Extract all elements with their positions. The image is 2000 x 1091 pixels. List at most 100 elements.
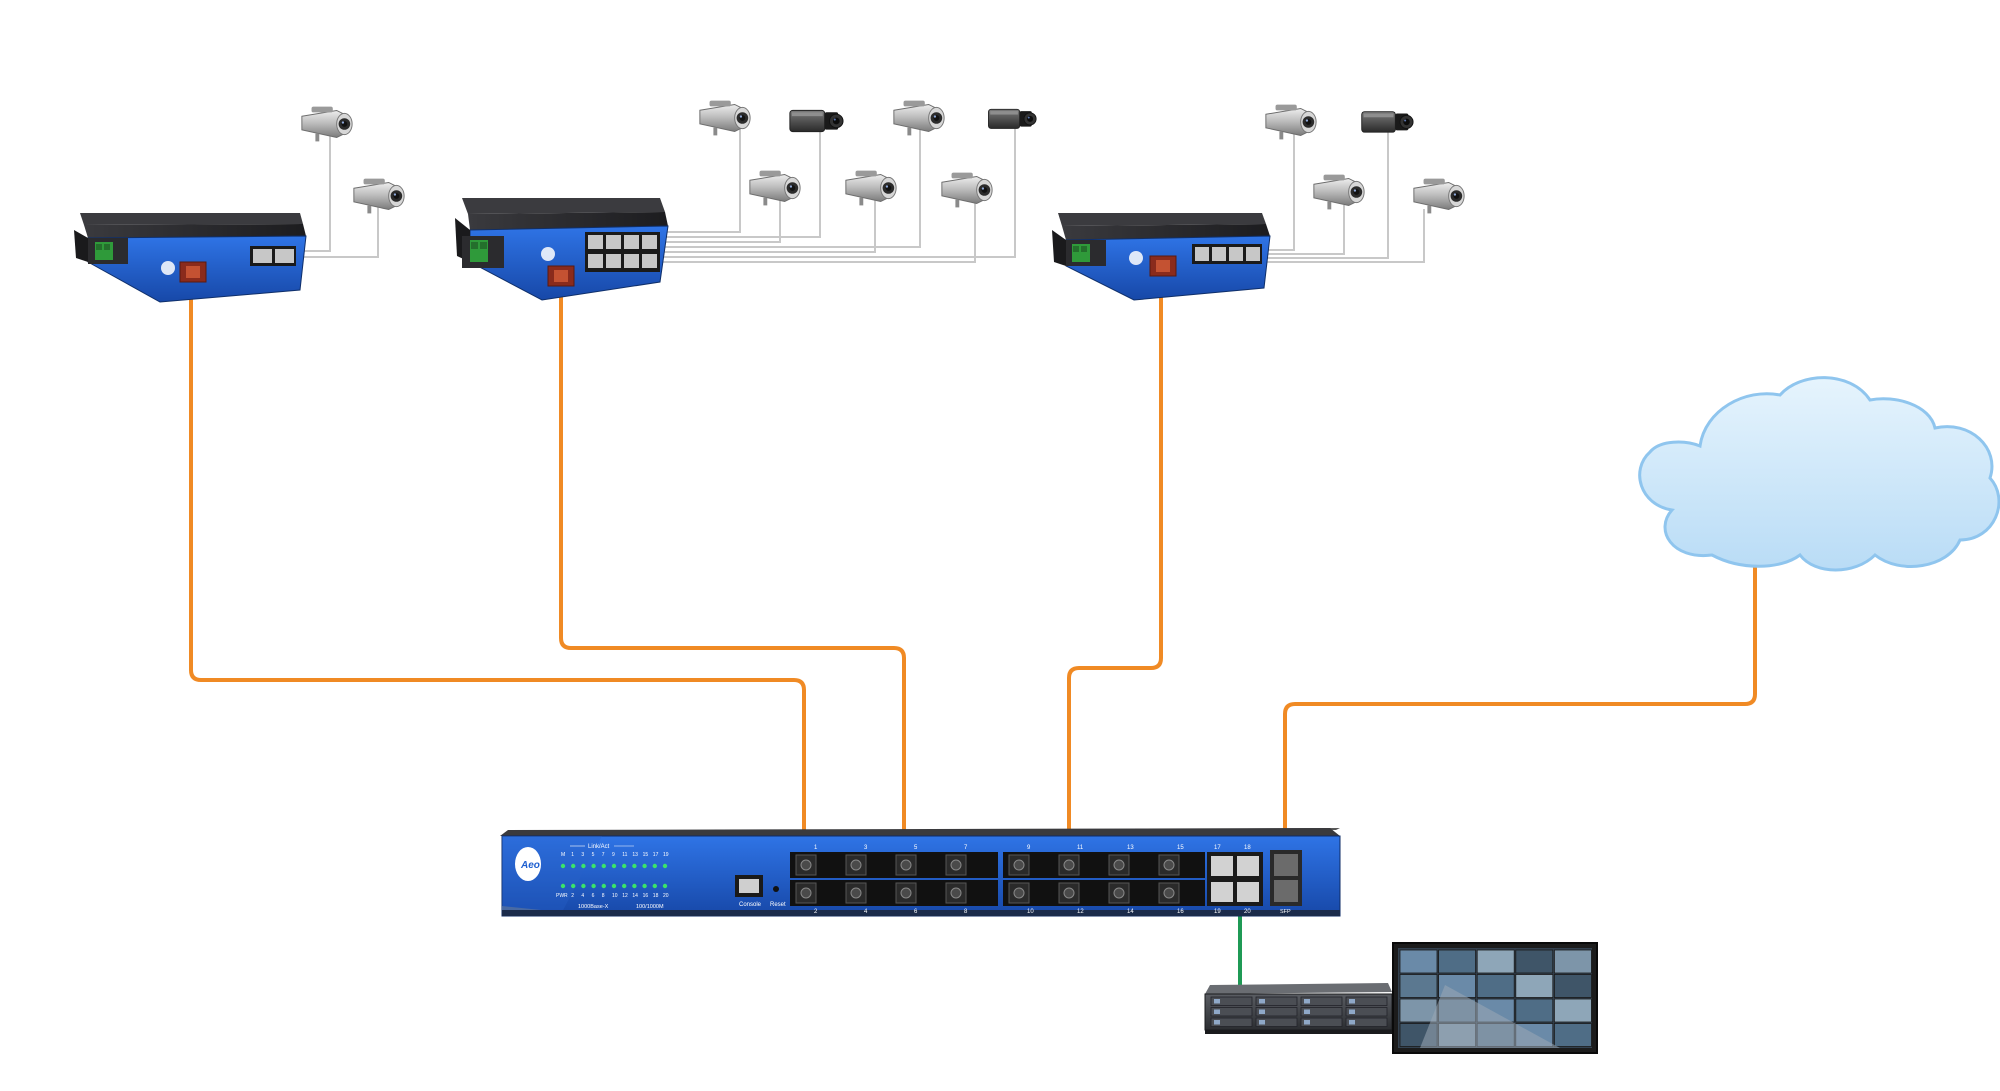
edge-switch-1: [74, 213, 307, 303]
fiber-port[interactable]: [895, 882, 917, 904]
video-tile: [1476, 974, 1515, 998]
rj45-num-19: 19: [1214, 909, 1221, 915]
fiber-port[interactable]: [895, 854, 917, 876]
camera-cable: [660, 117, 921, 248]
led-number: 13: [632, 852, 638, 858]
edge-switch-2: [455, 198, 669, 301]
camera-cable: [660, 190, 876, 253]
status-led: [601, 883, 606, 889]
edge-switch-3: [1052, 213, 1271, 301]
drive-bay: [1255, 1007, 1298, 1017]
fiber-link-edge3: [1067, 281, 1163, 862]
bullet-camera-icon: [301, 106, 353, 142]
camera-cable: [297, 118, 331, 252]
bullet-camera-icon: [1313, 174, 1365, 210]
rj45-port-17[interactable]: [1211, 856, 1233, 876]
drive-bay: [1210, 996, 1253, 1006]
fiber-port[interactable]: [1108, 854, 1130, 876]
fiber-port[interactable]: [1158, 882, 1180, 904]
video-wall-monitor-icon: [1392, 942, 1598, 1054]
rj45-port-group[interactable]: [1192, 244, 1262, 264]
sfp-port[interactable]: [1274, 880, 1298, 902]
led-number: PWR: [556, 893, 568, 899]
status-led: [581, 863, 586, 869]
drive-bay: [1210, 1017, 1253, 1027]
brand-logo: [541, 247, 555, 261]
status-led: [662, 883, 668, 889]
console-label: Console: [739, 902, 762, 908]
fiber-port-number: 3: [864, 845, 868, 851]
fiber-port-number: 5: [914, 845, 918, 851]
fiber-port-block-1-top: [790, 852, 998, 878]
fiber-port[interactable]: [1008, 854, 1030, 876]
rj45-port-20[interactable]: [1237, 882, 1259, 902]
status-led: [622, 863, 627, 869]
rj45-port-19[interactable]: [1211, 882, 1233, 902]
video-tile: [1476, 949, 1515, 974]
brand-logo: [515, 847, 541, 881]
led-footer-left: 1000Base-X: [578, 904, 609, 910]
status-led: [560, 863, 566, 869]
fiber-port[interactable]: [795, 882, 817, 904]
led-number: 9: [612, 852, 615, 858]
fiber-port[interactable]: [795, 854, 817, 876]
rj45-port-18[interactable]: [1237, 856, 1259, 876]
fiber-port[interactable]: [1108, 882, 1130, 904]
nvr-storage-server-icon: [1204, 983, 1393, 1034]
status-led: [642, 863, 647, 869]
drive-bay: [1300, 1007, 1343, 1017]
fiber-port[interactable]: [845, 882, 867, 904]
drive-bay: [1345, 1017, 1388, 1027]
fiber-port[interactable]: [945, 854, 967, 876]
reset-button[interactable]: [773, 886, 779, 892]
fiber-port[interactable]: [945, 882, 967, 904]
camera-cable: [660, 118, 741, 233]
sfp-label: SFP: [1280, 909, 1291, 915]
status-led: [632, 883, 637, 889]
fiber-port[interactable]: [1058, 854, 1080, 876]
fiber-port[interactable]: [845, 854, 867, 876]
fiber-port-number: 8: [964, 909, 968, 915]
led-number: 1: [571, 852, 574, 858]
led-number: 5: [592, 852, 595, 858]
status-led: [571, 883, 576, 889]
bullet-camera-icon: [1265, 104, 1317, 140]
drive-bay: [1300, 1017, 1343, 1027]
led-number: 10: [612, 893, 618, 899]
status-led: [611, 883, 617, 889]
bullet-camera-icon: [749, 170, 801, 206]
status-led: [581, 883, 586, 889]
fiber-port[interactable]: [1158, 854, 1180, 876]
fiber-port-block-1-bottom: [790, 880, 998, 906]
fiber-port[interactable]: [1008, 882, 1030, 904]
brand-logo-text: Aeo: [520, 860, 540, 871]
rj45-num-20: 20: [1244, 909, 1251, 915]
camera-cable: [1262, 118, 1295, 251]
bullet-camera-icon: [941, 172, 993, 208]
video-tile: [1515, 949, 1554, 974]
status-led: [560, 883, 566, 889]
fiber-port-number: 16: [1177, 909, 1184, 915]
video-tile: [1515, 974, 1554, 998]
led-number: 2: [571, 893, 574, 899]
video-tile: [1554, 974, 1592, 998]
status-led: [652, 863, 657, 869]
led-number: 14: [632, 893, 638, 899]
camera-cable: [1262, 116, 1389, 259]
internet-cloud-icon: [1638, 376, 2000, 572]
led-number: 20: [663, 893, 669, 899]
fiber-port-number: 10: [1027, 909, 1034, 915]
fiber-port[interactable]: [1058, 882, 1080, 904]
video-tile: [1438, 949, 1476, 974]
led-number: 16: [643, 893, 649, 899]
led-number: 18: [653, 893, 659, 899]
sfp-uplink-port[interactable]: [1274, 854, 1298, 876]
led-number: 17: [653, 852, 659, 858]
camera-cable: [1262, 209, 1425, 263]
video-tile: [1399, 949, 1438, 974]
bullet-camera-icon: [699, 100, 751, 136]
led-number: 11: [622, 852, 627, 858]
video-tile: [1554, 949, 1592, 974]
drive-bay: [1210, 1007, 1253, 1017]
